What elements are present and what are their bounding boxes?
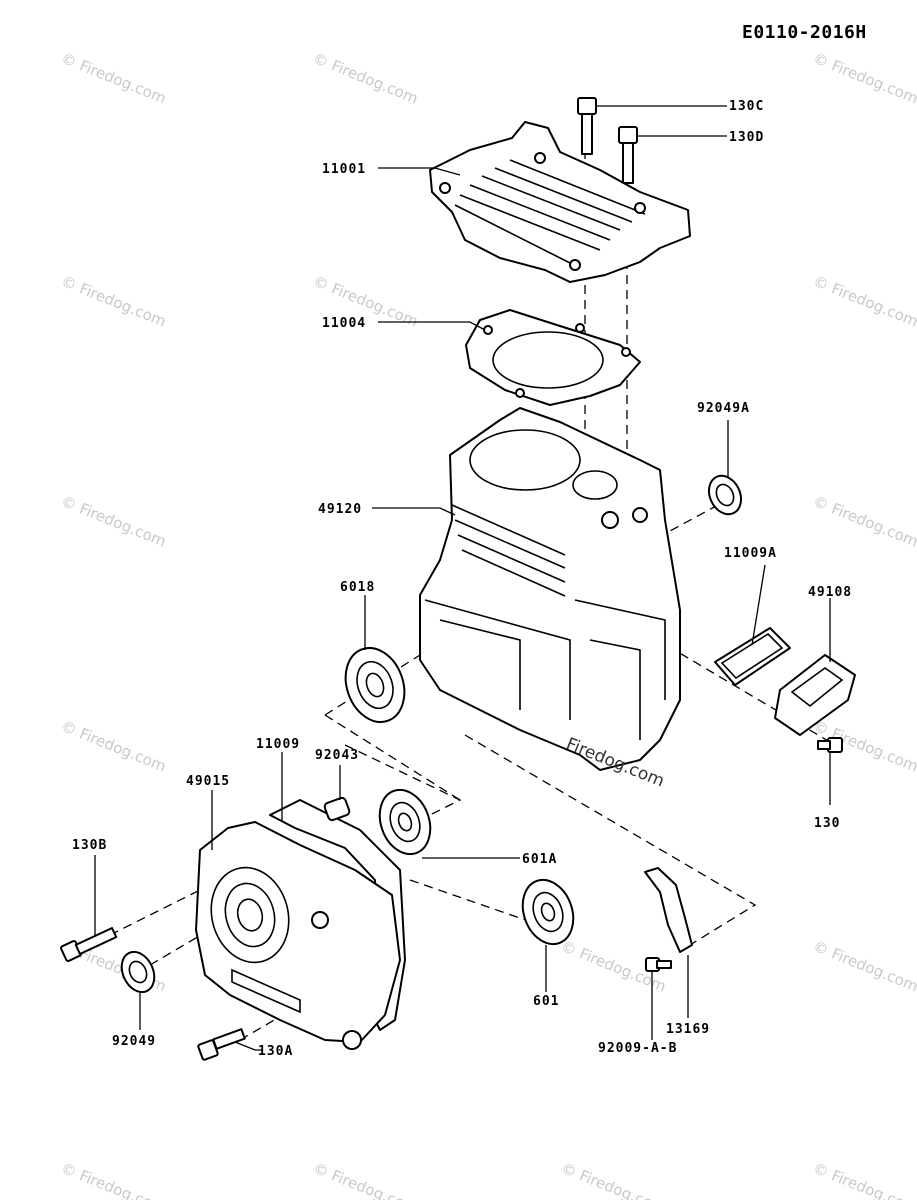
- governor-arm: [644, 867, 693, 953]
- part-label-130a: 130A: [258, 1044, 293, 1059]
- part-label-49015: 49015: [186, 774, 230, 789]
- watermark-text: © Firedog.com: [811, 1159, 917, 1200]
- oil-seal-92049: [120, 950, 156, 994]
- watermark-text: © Firedog.com: [811, 937, 917, 995]
- part-label-6018: 6018: [340, 580, 375, 595]
- cover-bolt-130: [817, 737, 843, 753]
- part-label-11001: 11001: [322, 162, 366, 177]
- bearing-bracket-line: [344, 744, 462, 821]
- bearing-axis-line: [409, 879, 541, 926]
- dowel-pin-92043: [323, 796, 351, 822]
- part-label-49108: 49108: [808, 585, 852, 600]
- watermark-text: © Firedog.com: [59, 717, 169, 775]
- leader-lines: [94, 105, 831, 1051]
- ball-bearing-601: [521, 878, 575, 946]
- cylinder-head: [429, 121, 691, 283]
- part-label-11009a: 11009A: [724, 546, 777, 561]
- part-label-92043: 92043: [315, 748, 359, 763]
- governor-bracket-line: [464, 734, 757, 946]
- cylinder-block: [419, 407, 681, 771]
- part-label-92009ab: 92009-A-B: [598, 1041, 677, 1056]
- bolt-axis-line: [239, 1004, 301, 1041]
- watermark-text: © Firedog.com: [59, 492, 169, 550]
- head-gasket: [465, 309, 641, 406]
- part-label-13169: 13169: [666, 1022, 710, 1037]
- part-labels: 130C 130D 11001 11004 92049A 49120 11009…: [72, 99, 852, 1059]
- part-label-130: 130: [814, 816, 840, 831]
- watermark-text: © Firedog.com: [559, 1159, 669, 1200]
- part-label-49120: 49120: [318, 502, 362, 517]
- part-label-92049a: 92049A: [697, 401, 750, 416]
- watermark-text: © Firedog.com: [311, 1159, 421, 1200]
- watermark-text: © Firedog.com: [811, 272, 917, 330]
- part-label-11004: 11004: [322, 316, 366, 331]
- ball-bearing-6018: [344, 647, 406, 723]
- watermark-text: © Firedog.com: [811, 492, 917, 550]
- breather-gasket: [714, 627, 791, 686]
- part-label-130d: 130D: [729, 130, 764, 145]
- crankcase-gasket: [269, 799, 406, 1031]
- part-label-601: 601: [533, 994, 559, 1009]
- part-label-11009: 11009: [256, 737, 300, 752]
- watermark-text: © Firedog.com: [311, 49, 421, 107]
- part-label-130c: 130C: [729, 99, 764, 114]
- bolt-axis-line: [109, 889, 201, 936]
- watermark-text: © Firedog.com: [59, 1159, 169, 1200]
- part-label-601a: 601A: [522, 852, 557, 867]
- cover-bolt-130a: [197, 1028, 246, 1061]
- governor-bolt-92009: [645, 957, 672, 972]
- watermark-text: © Firedog.com: [811, 49, 917, 107]
- oil-seal-92049a: [707, 474, 743, 516]
- watermark-text: © Firedog.com: [59, 272, 169, 330]
- bearing-bracket-line: [324, 654, 421, 716]
- bearing-bracket-line: [324, 714, 461, 801]
- cover-bolt-130b: [60, 927, 118, 962]
- crankcase-cover: [195, 821, 401, 1050]
- watermark-text: © Firedog.com: [59, 49, 169, 107]
- part-label-130b: 130B: [72, 838, 107, 853]
- part-label-92049: 92049: [112, 1034, 156, 1049]
- ball-bearing-601a: [378, 788, 432, 856]
- head-bolt-130d: [618, 126, 638, 184]
- diagram-code: E0110-2016H: [742, 22, 867, 43]
- breather-cover: [774, 654, 856, 736]
- head-bolt-130c: [577, 97, 597, 155]
